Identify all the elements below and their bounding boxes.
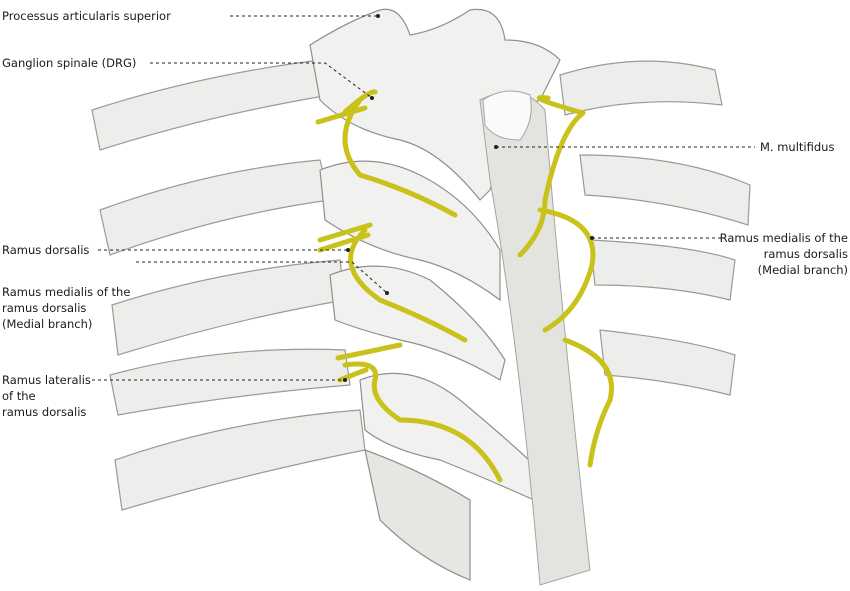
label-line: ramus dorsalis [2, 301, 87, 315]
rib-left-1 [91, 59, 331, 151]
rib-right-2 [579, 154, 751, 226]
leader-ganglion [150, 62, 373, 99]
ribs [91, 59, 751, 511]
label-line: Ramus medialis of the [719, 231, 848, 245]
nerve-3-medial-right [562, 337, 614, 468]
nerve-1-medial-right [517, 95, 586, 258]
rib-right-3 [589, 239, 736, 301]
rib-left-3 [111, 259, 346, 356]
label-ramus-medialis-right: Ramus medialis of the ramus dorsalis (Me… [720, 230, 848, 278]
nerve-3 [335, 342, 503, 483]
label-line: Ramus lateralis [2, 373, 91, 387]
rib-left-2 [99, 159, 331, 256]
rib-right-4 [599, 329, 736, 396]
nerve-2 [317, 222, 468, 343]
nerves [315, 89, 614, 483]
label-line: ramus dorsalis [763, 247, 848, 261]
nerve-1 [315, 89, 458, 218]
label-ramus-medialis-left: Ramus medialis of the ramus dorsalis (Me… [2, 284, 130, 332]
rib-right-1 [559, 60, 723, 116]
label-ganglion-spinale: Ganglion spinale (DRG) [2, 56, 137, 70]
leader-medialis-left [136, 261, 388, 294]
label-line: of the [2, 389, 36, 403]
nerve-2-medial-right [537, 207, 596, 333]
label-ramus-dorsalis: Ramus dorsalis [2, 243, 90, 257]
label-processus-articularis: Processus articularis superior [2, 9, 171, 23]
label-line: (Medial branch) [2, 317, 93, 331]
rib-left-5 [114, 409, 366, 511]
label-line: ramus dorsalis [2, 405, 87, 419]
rib-left-4 [109, 348, 351, 416]
label-ramus-lateralis: Ramus lateralis of the ramus dorsalis [2, 372, 91, 420]
multifidus-muscle [479, 90, 591, 586]
leader-lines [92, 14, 755, 382]
vertebra-5 [364, 449, 471, 581]
vertebra-2 [319, 160, 501, 302]
label-line: (Medial branch) [757, 263, 848, 277]
label-line: Ramus medialis of the [2, 285, 131, 299]
label-multifidus: M. multifidus [760, 140, 835, 154]
